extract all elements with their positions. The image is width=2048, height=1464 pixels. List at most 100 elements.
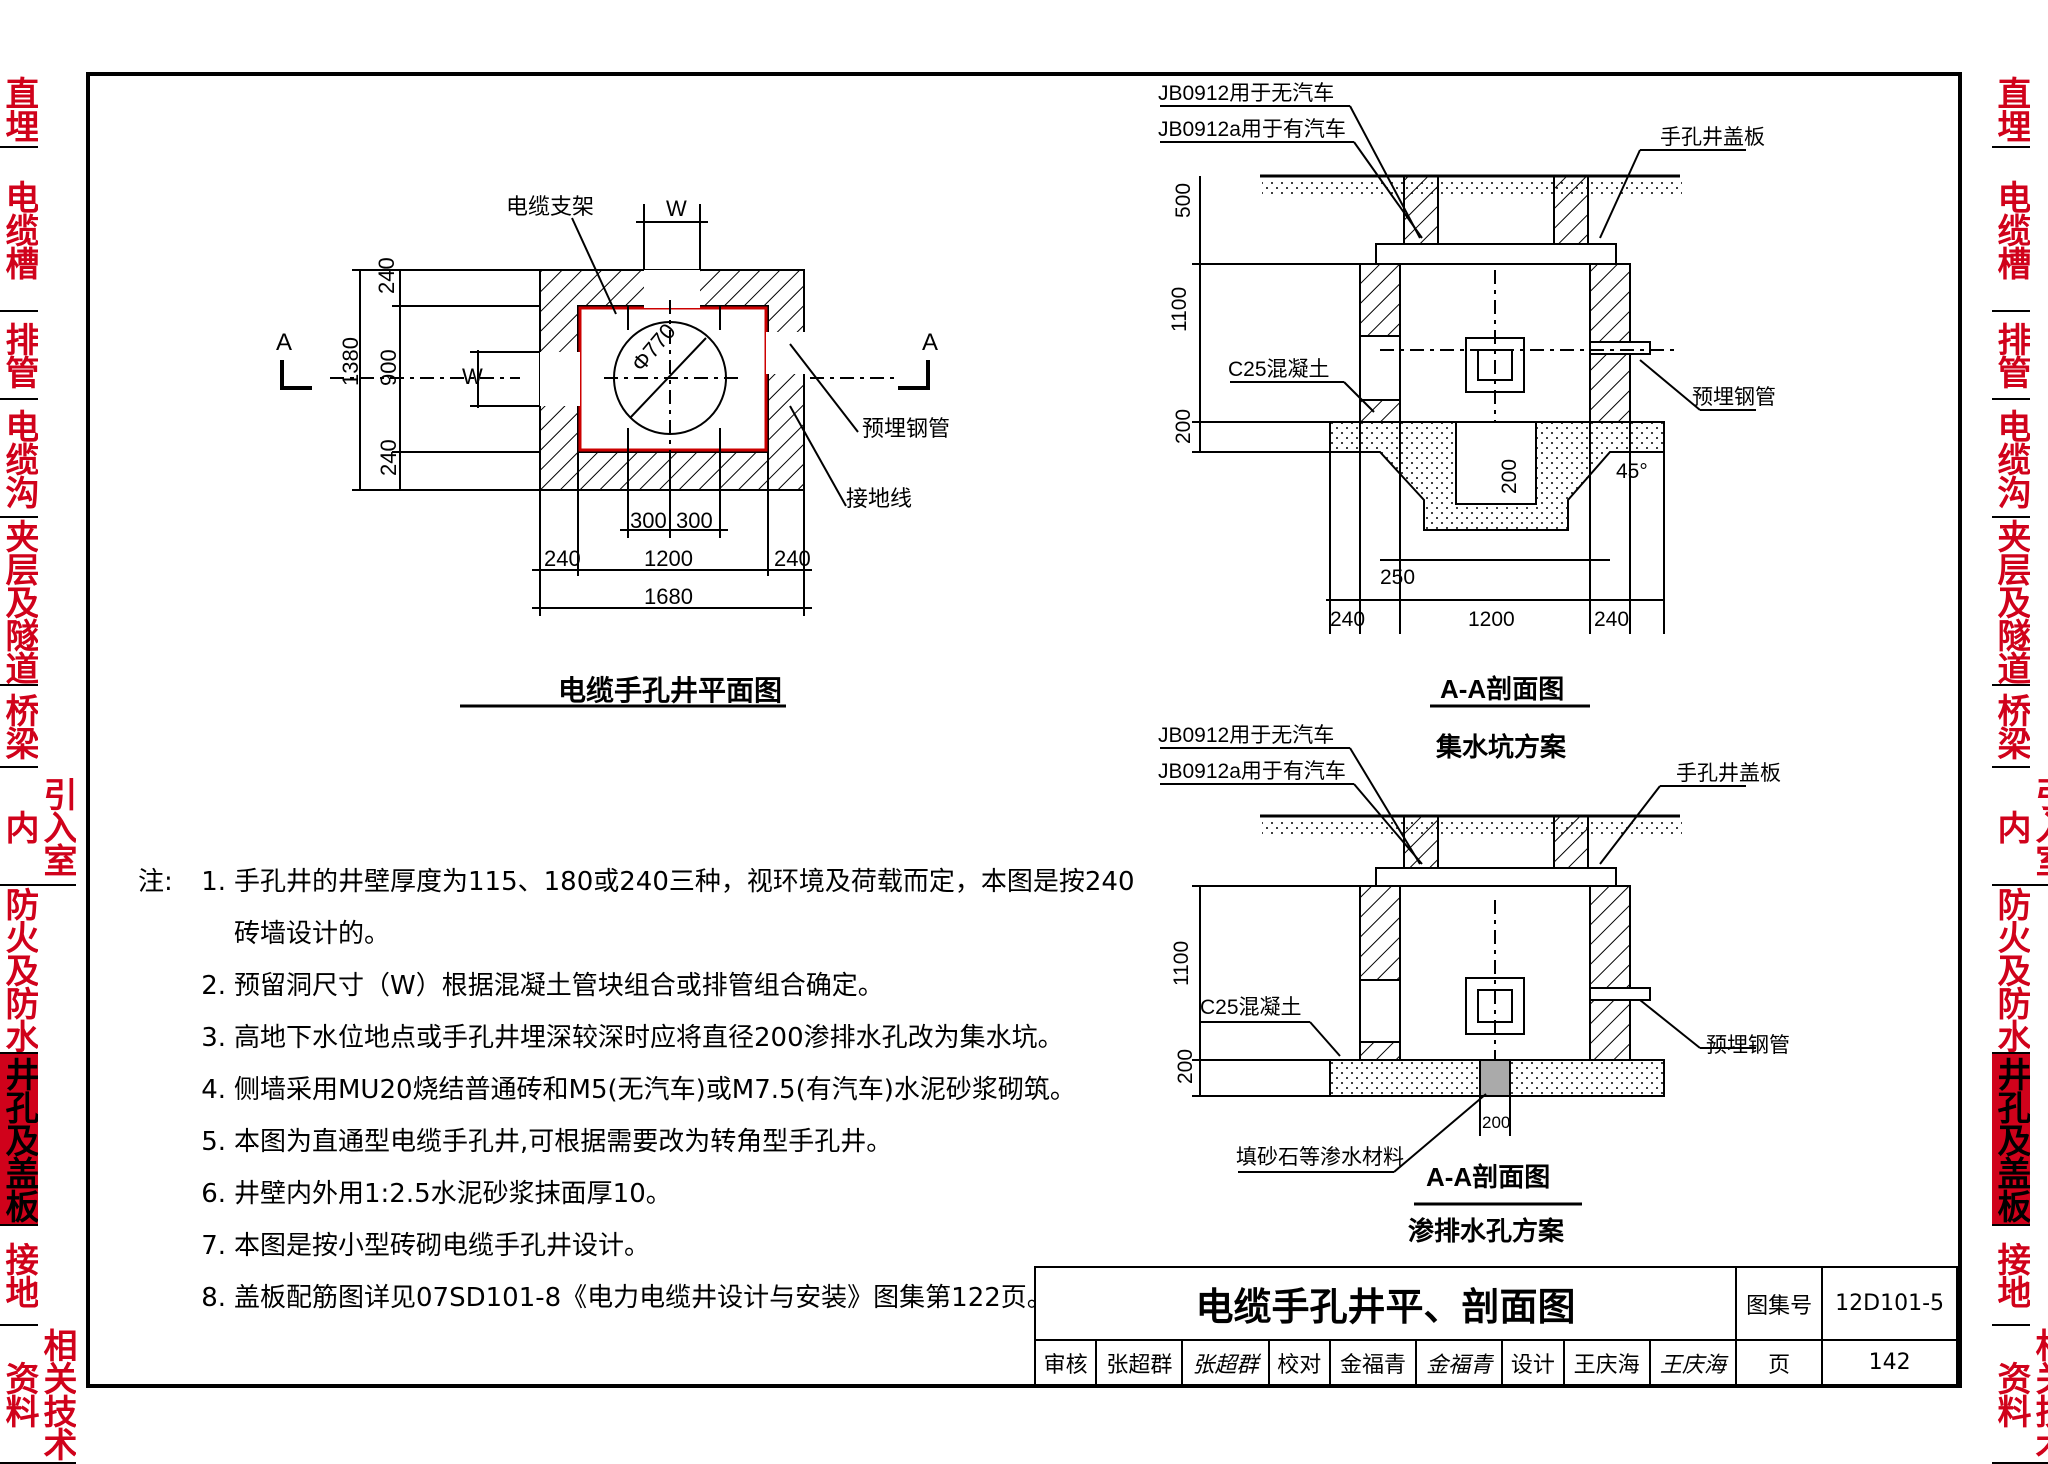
atlas-label: 图集号 <box>1734 1265 1824 1342</box>
note-text: 本图为直通型电缆手孔井,可根据需要改为转角型手孔井。 <box>234 1127 893 1157</box>
s1-label-jb1: JB0912用于无汽车 <box>1158 82 1334 105</box>
plan-dim-1680: 1680 <box>644 584 693 609</box>
sidebar-item: 夹层及隧道 <box>1992 518 2030 686</box>
plan-dim-300-b: 300 <box>676 508 713 533</box>
sidebar-item: 引入室内 <box>1992 768 2048 886</box>
note-number: 3. <box>201 1023 226 1053</box>
s1-dim-240-left: 240 <box>1330 608 1365 631</box>
note-text: 本图是按小型砖砌电缆手孔井设计。 <box>234 1231 651 1261</box>
plan-dim-w-left: W <box>462 364 483 389</box>
note-item: 2. 预留洞尺寸（W）根据混凝土管块组合或排管组合确定。 <box>138 960 1135 1012</box>
reviewer-name: 张超群 <box>1095 1339 1184 1386</box>
note-text: 井壁内外用1:2.5水泥砂浆抹面厚10。 <box>234 1179 672 1209</box>
plan-dim-240-top: 240 <box>374 257 399 294</box>
plan-label-pipe: 预埋钢管 <box>862 416 950 441</box>
s2-label-jb2: JB0912a用于有汽车 <box>1158 760 1346 783</box>
s2-label-pipe: 预埋钢管 <box>1706 1034 1790 1057</box>
note-number: 2. <box>201 971 226 1001</box>
s1-dim-200: 200 <box>1172 409 1195 444</box>
note-text: 高地下水位地点或手孔井埋深较深时应将直径200渗排水孔改为集水坑。 <box>234 1023 1064 1053</box>
reviewer-signature: 张超群 <box>1181 1339 1270 1386</box>
sidebar-item: 引入室内 <box>0 768 76 886</box>
s2-title: A-A剖面图 <box>1426 1162 1550 1192</box>
note-number: 7. <box>201 1231 226 1261</box>
plan-dim-240-right: 240 <box>774 546 811 571</box>
checker-signature: 金福青 <box>1415 1339 1504 1386</box>
note-number: 5. <box>201 1127 226 1157</box>
title-block: 电缆手孔井平、剖面图 图集号 12D101-5 审核 张超群 张超群 校对 金福… <box>1033 1265 1958 1386</box>
checker-name: 金福青 <box>1328 1339 1418 1386</box>
note-text: 侧墙采用MU20烧结普通砖和M5(无汽车)或M7.5(有汽车)水泥砂浆砌筑。 <box>234 1075 1076 1105</box>
design-label: 设计 <box>1501 1339 1565 1386</box>
sidebar-item: 相关技术资料 <box>0 1326 76 1464</box>
category-sidebar-left: 直埋电缆槽排管电缆沟夹层及隧道桥梁引入室内防火及防水井孔及盖板接地相关技术资料 <box>0 72 76 1464</box>
check-label: 校对 <box>1267 1339 1331 1386</box>
s1-title: A-A剖面图 <box>1440 674 1564 704</box>
note-number: 8. <box>201 1283 226 1313</box>
s1-subtitle: 集水坑方案 <box>1435 732 1567 762</box>
plan-section-mark-right: A <box>922 329 938 356</box>
sidebar-item: 防火及防水 <box>0 886 38 1054</box>
plan-label-ground: 接地线 <box>846 486 912 511</box>
s1-dim-1100: 1100 <box>1168 287 1191 332</box>
note-item: 砖墙设计的。 <box>138 908 1135 960</box>
notes-block: 注:1.手孔井的井壁厚度为115、180或240三种，视环境及荷载而定，本图是按… <box>138 856 1135 1324</box>
s1-angle: 45° <box>1616 460 1648 483</box>
s2-dim-200-drain: 200 <box>1482 1113 1510 1132</box>
note-prefix <box>138 908 182 960</box>
note-prefix <box>138 1220 182 1272</box>
sidebar-item: 桥梁 <box>0 686 38 768</box>
plan-dim-240-left: 240 <box>544 546 581 571</box>
plan-title: 电缆手孔井平面图 <box>558 675 782 706</box>
sidebar-item: 桥梁 <box>1992 686 2030 768</box>
sidebar-item: 防火及防水 <box>1992 886 2030 1054</box>
plan-dim-w-top: W <box>666 196 687 221</box>
s1-dim-500: 500 <box>1172 183 1195 218</box>
s2-label-concrete: C25混凝土 <box>1200 996 1302 1019</box>
plan-dim-1380: 1380 <box>338 337 363 386</box>
note-text: 手孔井的井壁厚度为115、180或240三种，视环境及荷载而定，本图是按240 <box>234 867 1135 897</box>
sidebar-item: 直埋 <box>1992 72 2030 148</box>
s1-label-pipe: 预埋钢管 <box>1692 386 1776 409</box>
page-number: 142 <box>1821 1339 1958 1386</box>
s2-label-cover: 手孔井盖板 <box>1676 762 1781 785</box>
drawing-frame <box>86 72 1962 1388</box>
note-item: 7. 本图是按小型砖砌电缆手孔井设计。 <box>138 1220 1135 1272</box>
sidebar-item: 电缆沟 <box>0 400 38 518</box>
s1-label-cover: 手孔井盖板 <box>1660 126 1765 149</box>
note-prefix <box>138 1272 182 1324</box>
sidebar-item: 电缆槽 <box>1992 148 2030 312</box>
s1-label-jb2: JB0912a用于有汽车 <box>1158 118 1346 141</box>
s2-subtitle: 渗排水孔方案 <box>1408 1216 1565 1246</box>
sidebar-item: 井孔及盖板 <box>1992 1054 2030 1226</box>
s1-dim-250: 250 <box>1380 566 1415 589</box>
section-1 <box>1160 105 1756 708</box>
plan-dim-900: 900 <box>376 349 401 386</box>
s1-dim-200-pit: 200 <box>1498 459 1521 494</box>
note-text: 预留洞尺寸（W）根据混凝土管块组合或排管组合确定。 <box>234 971 884 1001</box>
note-number: 6. <box>201 1179 226 1209</box>
sidebar-item: 排管 <box>0 312 38 400</box>
note-item: 5. 本图为直通型电缆手孔井,可根据需要改为转角型手孔井。 <box>138 1116 1135 1168</box>
sidebar-item: 排管 <box>1992 312 2030 400</box>
s2-label-fill: 填砂石等渗水材料 <box>1236 1146 1404 1169</box>
drawing-title: 电缆手孔井平、剖面图 <box>1034 1265 1737 1342</box>
note-number: 4. <box>201 1075 226 1105</box>
section-2 <box>1160 747 1756 1206</box>
sidebar-item: 接地 <box>0 1226 38 1326</box>
review-label: 审核 <box>1033 1339 1098 1386</box>
sidebar-item: 夹层及隧道 <box>0 518 38 686</box>
note-text: 盖板配筋图详见07SD101-8《电力电缆井设计与安装》图集第122页。 <box>234 1283 1053 1313</box>
note-number <box>182 908 234 960</box>
plan-label-bracket: 电缆支架 <box>506 194 594 219</box>
s1-label-concrete: C25混凝土 <box>1228 358 1330 381</box>
sidebar-item: 井孔及盖板 <box>0 1054 38 1226</box>
note-text: 砖墙设计的。 <box>234 919 391 949</box>
s1-dim-240-right: 240 <box>1594 608 1629 631</box>
note-prefix <box>138 1012 182 1064</box>
note-number: 1. <box>201 867 226 897</box>
note-prefix <box>138 1168 182 1220</box>
sidebar-item: 直埋 <box>0 72 38 148</box>
